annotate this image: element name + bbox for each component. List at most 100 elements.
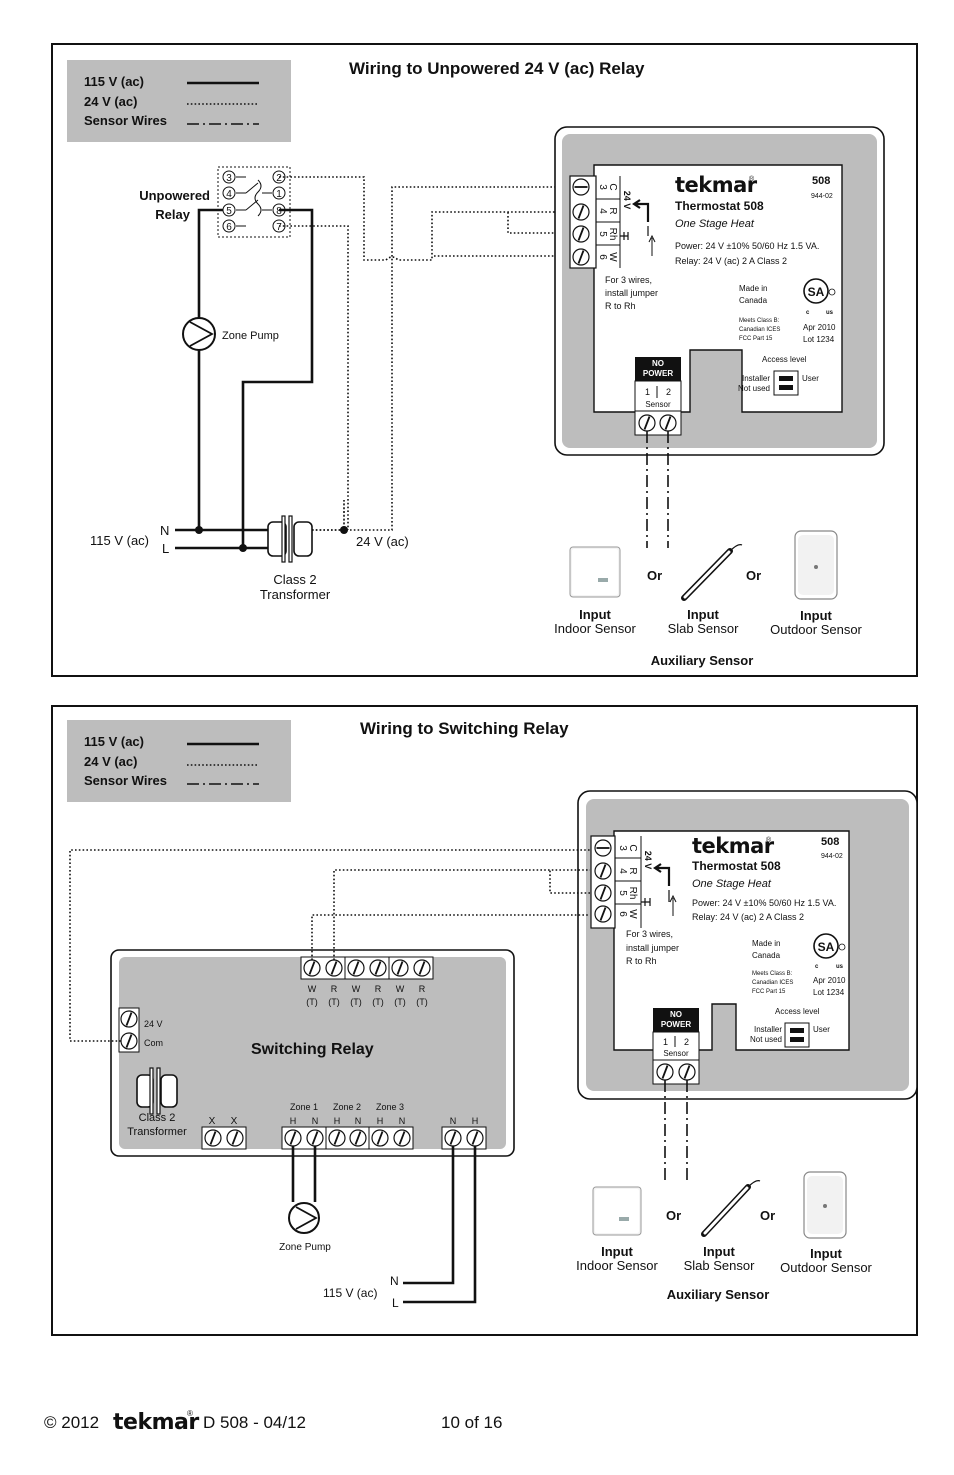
sr-n: N (450, 1116, 457, 1126)
t1-csa-c: c (806, 310, 810, 316)
sensor-outdoor-label-1: Outdoor Sensor (770, 622, 862, 637)
t1-lot: Lot 1234 (803, 335, 835, 344)
sr-zone2: Zone 2 (333, 1102, 361, 1112)
slab-sensor-2 (701, 1180, 761, 1237)
t2-sensor-1: 1 (663, 1037, 668, 1047)
t2-term-3-num: 3 (617, 845, 628, 851)
t1-model-no: 508 (812, 175, 830, 187)
indoor-sensor-2 (592, 1186, 642, 1236)
sensor-input-indoor-2: Input (601, 1244, 633, 1259)
t1-sensor-1: 1 (645, 387, 650, 397)
t2-relay-rating: Relay: 24 V (ac) 2 A Class 2 (692, 912, 804, 922)
footer-brand-logo: tekmar (113, 1410, 199, 1435)
outdoor-sensor-2 (803, 1171, 847, 1239)
transformer-1-label-2: Transformer (260, 587, 331, 602)
supply-1-l: L (162, 541, 169, 556)
legend-1: 115 V (ac) 24 V (ac) Sensor Wires (67, 60, 291, 142)
t1-user: User (802, 374, 819, 383)
t2-user: User (813, 1025, 830, 1034)
sensor-input-outdoor-2: Input (810, 1246, 842, 1261)
footer-brand-reg: ® (187, 1409, 193, 1418)
t2-term-6-num: 6 (617, 911, 628, 917)
sr-top-sub-6: (T) (416, 997, 428, 1007)
t1-access-dip-switch[interactable] (773, 370, 799, 396)
t1-subtitle: One Stage Heat (675, 218, 755, 230)
t1-term-4-num: 4 (597, 208, 608, 214)
t2-term-6-letter: W (627, 909, 638, 919)
legend-115v-label: 115 V (ac) (84, 74, 144, 89)
sr-top-sub-2: (T) (328, 997, 340, 1007)
t2-sensor-2: 2 (684, 1037, 689, 1047)
t1-meets-2: Canadian ICES (739, 327, 780, 333)
sr-z2-h: H (334, 1116, 341, 1126)
relay-pin-8: 8 (276, 206, 282, 217)
sensor-input-slab-1: Input (687, 607, 719, 622)
t1-csa-us: us (826, 310, 834, 316)
t2-power: Power: 24 V ±10% 50/60 Hz 1.5 VA. (692, 898, 836, 908)
t1-date: Apr 2010 (803, 323, 836, 332)
t1-relay-contact-icon (632, 199, 650, 222)
t1-made-2: Canada (739, 296, 768, 305)
t2-csa-logo-icon: SA (813, 933, 846, 959)
sr-top-letter-6: R (419, 984, 426, 994)
t1-meets-1: Meets Class B: (739, 318, 780, 324)
sr-h: H (472, 1116, 479, 1126)
t1-term-4-letter: R (607, 207, 618, 214)
auxiliary-sensor-label-2: Auxiliary Sensor (667, 1287, 770, 1302)
t2-made-2: Canada (752, 951, 781, 960)
sensor-outdoor-label-2: Outdoor Sensor (780, 1260, 872, 1275)
sensor-input-indoor-1: Input (579, 607, 611, 622)
sr-top-letter-2: R (331, 984, 338, 994)
sr-top-letter-3: W (352, 984, 361, 994)
slab-sensor-1 (681, 544, 743, 601)
t1-brand-logo: tekmar (675, 173, 758, 197)
sr-z2-n: N (355, 1116, 362, 1126)
legend-sensor-label: Sensor Wires (84, 113, 167, 128)
supply-1-label: 115 V (ac) (90, 533, 149, 548)
sr-zone1: Zone 1 (290, 1102, 318, 1112)
v24-label-1: 24 V (ac) (356, 534, 409, 549)
sr-top-sub-1: (T) (306, 997, 318, 1007)
t1-brand-reg: ® (749, 175, 755, 183)
t2-name: Thermostat 508 (692, 859, 781, 873)
t1-no: NO (652, 359, 664, 368)
sensor-indoor-label-2: Indoor Sensor (576, 1258, 658, 1273)
t2-term-4-letter: R (627, 867, 638, 874)
transformer-2-label-1: Class 2 (139, 1112, 176, 1124)
t2-access-dip-switch[interactable] (784, 1022, 810, 1048)
sr-x2: X (231, 1116, 238, 1127)
sr-top-sub-5: (T) (394, 997, 406, 1007)
t2-brand-reg: ® (766, 836, 772, 844)
t2-no-power-badge (653, 1008, 699, 1032)
sr-com-label: Com (144, 1038, 163, 1048)
t1-term-6-letter: W (607, 252, 618, 262)
sensor-or-1b: Or (746, 568, 761, 583)
t2-meets-3: FCC Part 15 (752, 989, 786, 995)
switching-relay-name: Switching Relay (251, 1041, 374, 1058)
sensor-input-outdoor-1: Input (800, 608, 832, 623)
t2-model-no: 508 (821, 836, 839, 848)
t2-24v-vertical: 24 V (643, 851, 653, 870)
sr-top-letter-4: R (375, 984, 382, 994)
sensor-slab-label-1: Slab Sensor (668, 621, 739, 636)
transformer-2-label-2: Transformer (127, 1126, 187, 1138)
svg-text:SA: SA (818, 940, 835, 954)
t1-jumper-2: install jumper (605, 288, 658, 298)
legend2-115v-label: 115 V (ac) (84, 734, 144, 749)
t1-no-power-badge (635, 357, 681, 381)
legend-2: 115 V (ac) 24 V (ac) Sensor Wires (67, 720, 291, 802)
indoor-sensor-1 (569, 546, 621, 598)
relay-pin-3: 3 (226, 173, 232, 184)
t1-term-5-num: 5 (597, 231, 608, 237)
footer-doc: D 508 - 04/12 (203, 1413, 306, 1432)
supply-2-n: N (390, 1274, 399, 1288)
t2-not-used: Not used (750, 1035, 782, 1044)
relay-label-line1: Unpowered (139, 188, 210, 203)
sr-z1-h: H (290, 1116, 297, 1126)
sensor-input-slab-2: Input (703, 1244, 735, 1259)
svg-text:SA: SA (808, 285, 825, 299)
relay-pin-2: 2 (276, 173, 282, 184)
sr-top-sub-4: (T) (372, 997, 384, 1007)
t2-date: Apr 2010 (813, 976, 846, 985)
